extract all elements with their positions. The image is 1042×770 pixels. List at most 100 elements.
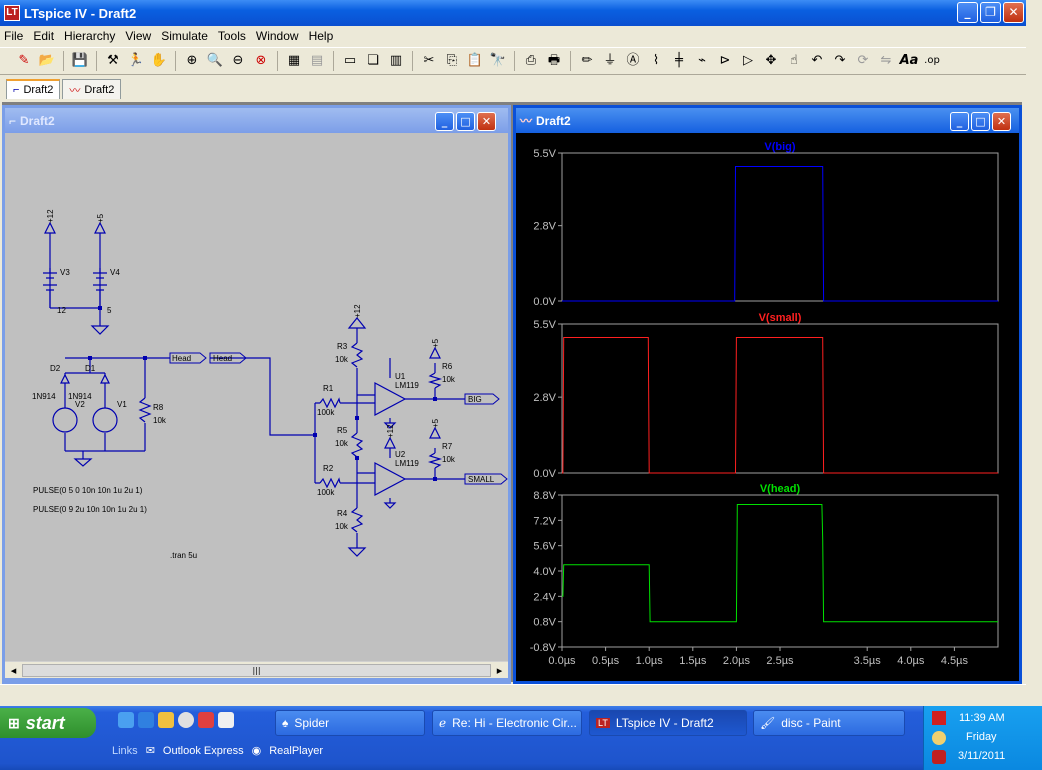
- label-r2-value: 100k: [317, 488, 335, 497]
- trace-title[interactable]: V(big): [764, 141, 795, 153]
- trace-line: [562, 504, 998, 623]
- child-close-button[interactable]: ✕: [992, 112, 1011, 131]
- spice-directive-icon[interactable]: .op: [924, 55, 940, 66]
- grid-icon[interactable]: ▤: [310, 53, 324, 68]
- undo-icon[interactable]: ↶: [811, 53, 823, 68]
- rotate-icon[interactable]: ⟳: [857, 53, 869, 68]
- cascade-icon[interactable]: ❏: [367, 53, 379, 68]
- tile-vertical-icon[interactable]: ▥: [389, 53, 403, 68]
- waveform-window-title-bar[interactable]: 〰 Draft2 _ □ ✕: [516, 108, 1019, 133]
- task-paint[interactable]: 🖌disc - Paint: [753, 710, 905, 736]
- ie-icon[interactable]: [118, 712, 134, 728]
- label-net-icon[interactable]: Ⓐ: [626, 53, 640, 68]
- zoom-in-icon[interactable]: 🔍: [206, 53, 224, 68]
- y-tick-label: 8.8V: [533, 490, 556, 502]
- tray-warning-icon[interactable]: [932, 711, 946, 725]
- start-button[interactable]: ⊞ start: [0, 708, 96, 738]
- schematic-window[interactable]: ⌐ Draft2 _ □ ✕: [2, 105, 511, 684]
- waveform-window-title: Draft2: [536, 113, 571, 128]
- ie-icon-2[interactable]: [138, 712, 154, 728]
- clock-date: 3/11/2011: [958, 750, 1006, 762]
- halt-icon[interactable]: ✋: [150, 53, 168, 68]
- menu-help[interactable]: Help: [308, 29, 334, 43]
- child-maximize-button[interactable]: □: [456, 112, 475, 131]
- plot-pane[interactable]: [561, 494, 999, 648]
- menu-view[interactable]: View: [125, 29, 152, 43]
- zoom-out-icon[interactable]: ⊖: [232, 53, 244, 68]
- waveform-plot[interactable]: V(big)5.5V2.8V0.0VV(small)5.5V2.8V0.0VV(…: [516, 133, 1019, 681]
- link-realplayer[interactable]: RealPlayer: [269, 744, 324, 757]
- paste-icon[interactable]: 📋: [466, 53, 484, 68]
- open-icon[interactable]: 📂: [38, 53, 56, 68]
- menu-hierarchy[interactable]: Hierarchy: [64, 29, 116, 43]
- plot-pane[interactable]: [561, 152, 999, 302]
- x-tick-label: 0.5µs: [592, 655, 620, 667]
- y-tick-label: 5.6V: [533, 541, 556, 553]
- tab-waveform[interactable]: 〰 Draft2: [62, 79, 122, 99]
- child-close-button[interactable]: ✕: [477, 112, 496, 131]
- restore-button[interactable]: ❐: [980, 2, 1001, 23]
- task-spider[interactable]: ♠Spider: [275, 710, 425, 736]
- menu-simulate[interactable]: Simulate: [161, 29, 208, 43]
- print-setup-icon[interactable]: ⎙: [525, 53, 537, 68]
- folder-icon[interactable]: [158, 712, 174, 728]
- schematic-window-title-bar[interactable]: ⌐ Draft2 _ □ ✕: [5, 108, 508, 133]
- control-panel-icon[interactable]: ⚒: [107, 53, 119, 68]
- media-player-icon[interactable]: [178, 712, 194, 728]
- scroll-left-arrow[interactable]: ◂: [10, 663, 17, 677]
- text-icon[interactable]: Aa: [899, 53, 919, 68]
- link-outlook-express[interactable]: Outlook Express: [162, 744, 244, 757]
- paint-icon[interactable]: [218, 712, 234, 728]
- child-minimize-button[interactable]: _: [435, 112, 454, 131]
- copy-icon[interactable]: ⎘: [446, 53, 458, 68]
- child-maximize-button[interactable]: □: [971, 112, 990, 131]
- wire-icon[interactable]: ✏: [581, 53, 593, 68]
- minimize-button[interactable]: _: [957, 2, 978, 23]
- resistor-icon[interactable]: ⌇: [652, 53, 660, 68]
- diode-icon[interactable]: ⊳: [719, 53, 731, 68]
- run-icon[interactable]: 🏃: [127, 53, 145, 68]
- menu-edit[interactable]: Edit: [33, 29, 55, 43]
- autorange-icon[interactable]: ▦: [287, 53, 301, 68]
- redo-icon[interactable]: ↷: [834, 53, 846, 68]
- menu-window[interactable]: Window: [255, 29, 299, 43]
- capacitor-icon[interactable]: ╪: [675, 53, 683, 68]
- ground-icon[interactable]: ⏚: [603, 53, 617, 68]
- find-icon[interactable]: 🔭: [489, 53, 507, 68]
- mirror-icon[interactable]: ⇋: [880, 53, 892, 68]
- schematic-hscrollbar[interactable]: ◂ ||| ▸: [5, 661, 508, 678]
- close-button[interactable]: ✕: [1003, 2, 1024, 23]
- menu-tools[interactable]: Tools: [217, 29, 246, 43]
- new-schematic-icon[interactable]: ✎: [18, 53, 30, 68]
- app-title-bar[interactable]: LT LTspice IV - Draft2 _ ❐ ✕: [0, 0, 1026, 26]
- plot-pane[interactable]: [561, 323, 999, 474]
- move-icon[interactable]: ✥: [765, 53, 777, 68]
- inductor-icon[interactable]: ⌁: [698, 53, 706, 68]
- trace-title[interactable]: V(small): [759, 312, 802, 324]
- drag-icon[interactable]: ☝: [790, 53, 798, 68]
- tab-schematic[interactable]: ⌐ Draft2: [6, 79, 61, 99]
- zoom-area-icon[interactable]: ⊕: [186, 53, 198, 68]
- schematic-canvas[interactable]: V3 V4 12 5 +12 +5 +12 +5 +12 +5 D2 D1 1N…: [5, 133, 508, 661]
- print-icon[interactable]: 🖶: [547, 53, 561, 68]
- scroll-thumb[interactable]: |||: [22, 663, 491, 677]
- tile-horizontal-icon[interactable]: ▭: [343, 53, 357, 68]
- menu-file[interactable]: File: [4, 29, 24, 43]
- trace-title[interactable]: V(head): [760, 483, 801, 495]
- label-d1-model: 1N914: [68, 392, 92, 401]
- email-icon[interactable]: [198, 712, 214, 728]
- child-minimize-button[interactable]: _: [950, 112, 969, 131]
- save-icon[interactable]: 💾: [71, 53, 89, 68]
- component-icon[interactable]: ▷: [743, 53, 753, 68]
- x-tick-label: 1.0µs: [636, 655, 664, 667]
- label-u1: U1: [395, 372, 406, 381]
- cut-icon[interactable]: ✂: [423, 53, 435, 68]
- scroll-right-arrow[interactable]: ▸: [496, 663, 503, 677]
- tray-shield-icon[interactable]: [932, 750, 946, 764]
- clock-time[interactable]: 11:39 AM: [959, 712, 1005, 724]
- tray-user-icon[interactable]: [932, 731, 946, 745]
- zoom-fit-icon[interactable]: ⊗: [255, 53, 267, 68]
